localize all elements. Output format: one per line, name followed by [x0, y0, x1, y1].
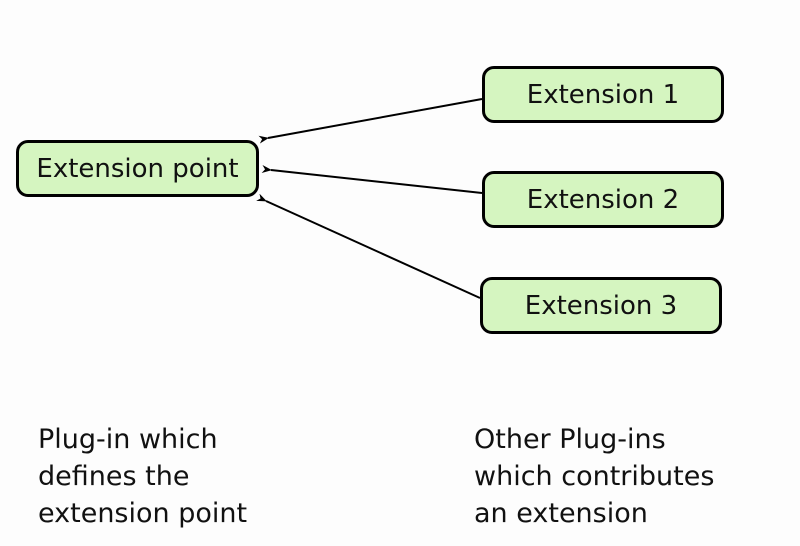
caption-line: Plug-in which: [38, 424, 218, 455]
connector-extension-2: [261, 165, 483, 194]
defining-plugin-caption: Plug-in which defines the extension poin…: [38, 421, 247, 532]
extension-1-node: Extension 1: [482, 66, 724, 123]
extension-point-label: Extension point: [36, 153, 239, 184]
connector-extension-3: [256, 193, 481, 299]
extension-3-node: Extension 3: [480, 277, 722, 334]
extension-2-node: Extension 2: [482, 171, 724, 228]
extension-3-label: Extension 3: [524, 290, 678, 321]
contributing-plugins-caption: Other Plug-ins which contributes an exte…: [474, 421, 714, 532]
caption-line: which contributes: [474, 461, 715, 492]
extension-2-label: Extension 2: [526, 184, 680, 215]
caption-line: Other Plug-ins: [474, 424, 666, 455]
extension-point-node: Extension point: [16, 140, 259, 197]
caption-line: extension point: [38, 498, 248, 529]
caption-line: defines the: [38, 461, 190, 492]
caption-line: an extension: [474, 498, 648, 529]
connector-extension-1: [258, 98, 483, 144]
extension-1-label: Extension 1: [526, 79, 680, 110]
